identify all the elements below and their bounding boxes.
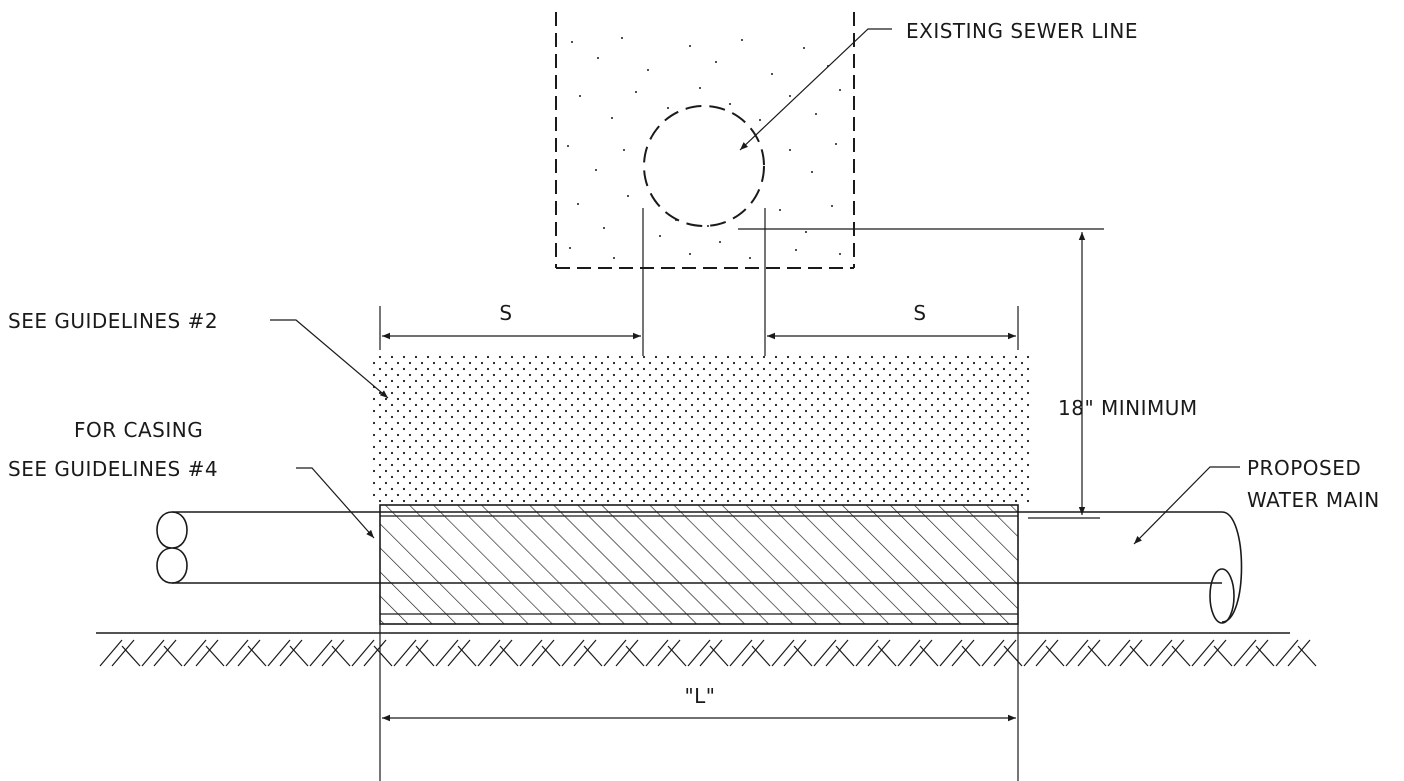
see-guidelines-4-label: SEE GUIDELINES #4 bbox=[8, 457, 218, 481]
sewer-trench bbox=[555, 12, 855, 269]
minimum-18-label: 18" MINIMUM bbox=[1058, 396, 1198, 420]
guidelines-2-leader bbox=[270, 319, 389, 399]
trench-fill-dots bbox=[567, 37, 841, 259]
guidelines-4-leader bbox=[296, 467, 375, 539]
existing-sewer-pipe bbox=[643, 105, 765, 227]
sand-backfill-zone bbox=[372, 354, 1030, 504]
s-right-label: S bbox=[913, 301, 926, 325]
length-l-label: "L" bbox=[684, 684, 715, 708]
sewer-leader bbox=[739, 28, 892, 151]
length-dimension bbox=[379, 624, 1019, 781]
casing bbox=[379, 504, 1019, 625]
s-left-label: S bbox=[499, 301, 512, 325]
existing-sewer-line-label: EXISTING SEWER LINE bbox=[906, 19, 1138, 43]
proposed-label: PROPOSED bbox=[1247, 456, 1361, 480]
ground-line bbox=[96, 632, 1317, 667]
s-dimensions bbox=[379, 306, 1019, 350]
for-casing-label: FOR CASING bbox=[74, 418, 203, 442]
minimum-separation-dimension bbox=[738, 228, 1104, 519]
see-guidelines-2-label: SEE GUIDELINES #2 bbox=[8, 309, 218, 333]
water-main-leader bbox=[1133, 466, 1240, 545]
water-main-label: WATER MAIN bbox=[1247, 488, 1380, 512]
